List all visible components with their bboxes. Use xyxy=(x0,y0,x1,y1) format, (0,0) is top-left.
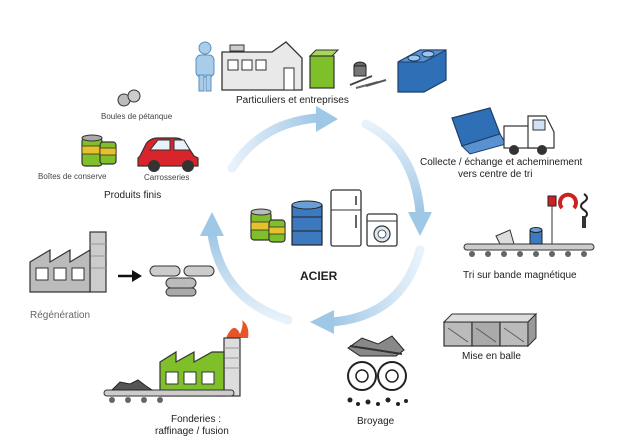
label-carrosseries: Carrosseries xyxy=(144,173,190,182)
dump-truck-icon xyxy=(451,107,555,155)
person-icon xyxy=(195,41,215,92)
arrow-right-icon xyxy=(118,270,142,282)
steel-bales-icon xyxy=(442,312,538,348)
label-collecte-line1: Collecte / échange et acheminement xyxy=(420,157,583,168)
label-fonderies-line2: raffinage / fusion xyxy=(155,426,229,437)
cycle-arrows xyxy=(200,106,432,334)
cycle-arrow-left xyxy=(200,212,293,325)
cycle-arrow-bottom xyxy=(310,245,425,334)
shredder-icon xyxy=(347,335,408,406)
steel-coils-icon xyxy=(149,265,215,297)
blue-container-icon xyxy=(397,49,447,93)
cycle-arrow-right xyxy=(361,119,432,236)
label-boites-de-conserve: Boîtes de conserve xyxy=(38,172,107,181)
food-cans-icon xyxy=(81,134,117,167)
steel-products-icon xyxy=(250,189,398,247)
car-body-icon xyxy=(137,137,199,172)
label-collecte-line2: vers centre de tri xyxy=(458,169,533,180)
label-regeneration: Régénération xyxy=(30,310,91,321)
regeneration-factory-icon xyxy=(29,231,107,293)
cycle-arrow-top xyxy=(227,106,338,173)
foundry-icon xyxy=(103,320,249,403)
magnetic-conveyor-icon xyxy=(463,192,595,257)
label-particuliers: Particuliers et entreprises xyxy=(236,95,349,106)
petanque-balls-icon xyxy=(117,89,141,107)
label-fonderies-line1: Fonderies : xyxy=(171,414,222,425)
label-mise-en-balle: Mise en balle xyxy=(462,351,521,362)
center-label-acier: ACIER xyxy=(300,269,338,283)
house-factory-icon xyxy=(221,41,303,91)
label-broyage: Broyage xyxy=(357,416,395,427)
label-boules-de-petanque: Boules de pétanque xyxy=(101,112,173,121)
green-bin-icon xyxy=(308,49,340,89)
label-produits-finis: Produits finis xyxy=(104,190,162,201)
label-tri: Tri sur bande magnétique xyxy=(463,270,577,281)
scrap-metal-icon xyxy=(349,61,387,89)
